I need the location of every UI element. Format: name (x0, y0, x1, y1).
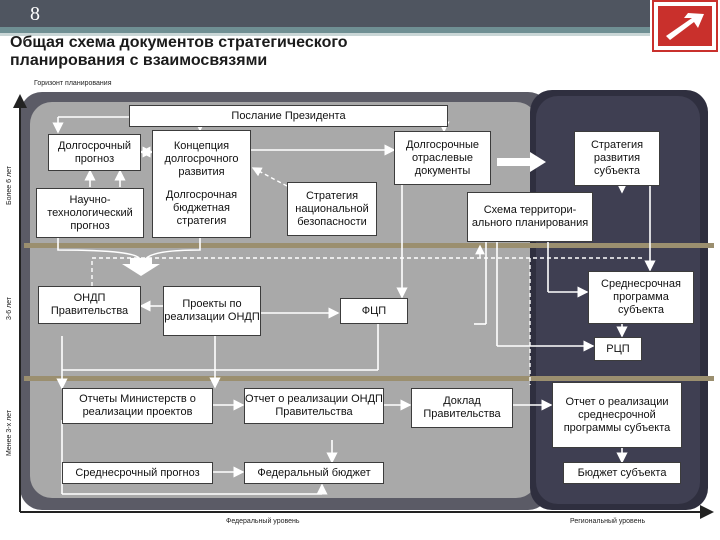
mid-forecast-box: Среднесрочный прогноз (62, 462, 213, 484)
gov-report-box: Доклад Правительства (411, 388, 513, 428)
separator-3y (24, 376, 714, 381)
concept-label: Концепция долгосрочного развития (164, 140, 239, 178)
logo[interactable] (652, 0, 718, 52)
y-axis-title: Горизонт планирования (34, 80, 112, 87)
territory-scheme-box: Схема территори-ального планирования (467, 192, 593, 242)
rcp-box: РЦП (594, 337, 642, 361)
sector-docs-box: Долгосрочные отраслевые документы (394, 131, 491, 185)
natsec-strategy-box: Стратегия национальной безопасности (287, 182, 377, 236)
y-level-long: Более 6 лет (6, 166, 13, 205)
concept-strategy-box: Концепция долгосрочного развития Долгоср… (152, 130, 251, 238)
budget-strategy-label: Долгосрочная бюджетная стратегия (165, 189, 238, 227)
header-bar (0, 0, 650, 27)
separator-6y (24, 243, 714, 248)
header-stripe (0, 27, 650, 33)
header-stripe-light (0, 33, 650, 36)
ondp-box: ОНДП Правительства (38, 286, 141, 324)
ondp-report-box: Отчет о реализации ОНДП Правительства (244, 388, 384, 424)
fcp-box: ФЦП (340, 298, 408, 324)
region-report-box: Отчет о реализации среднесрочной програм… (552, 382, 682, 448)
fed-budget-box: Федеральный бюджет (244, 462, 384, 484)
y-level-short: Менее 3-х лет (6, 409, 13, 456)
ondp-projects-box: Проекты по реализации ОНДП (163, 286, 261, 336)
mid-program-box: Среднесрочная программа субъекта (588, 271, 694, 324)
ministry-reports-box: Отчеты Министерств о реализации проектов (62, 388, 213, 424)
x-level-federal: Федеральный уровень (226, 518, 300, 525)
y-level-mid: 3-6 лет (6, 296, 13, 320)
region-strategy-box: Стратегия развития субъекта (574, 131, 660, 186)
x-level-regional: Региональный уровень (570, 518, 646, 525)
arrow-icon (658, 6, 712, 46)
long-forecast-box: Долгосрочный прогноз (48, 134, 141, 171)
president-message-box: Послание Президента (129, 105, 448, 127)
page-number: 8 (30, 3, 40, 25)
region-budget-box: Бюджет субъекта (563, 462, 681, 484)
sci-forecast-box: Научно-технологический прогноз (36, 188, 144, 238)
page-title: Общая схема документов стратегического п… (10, 34, 348, 69)
